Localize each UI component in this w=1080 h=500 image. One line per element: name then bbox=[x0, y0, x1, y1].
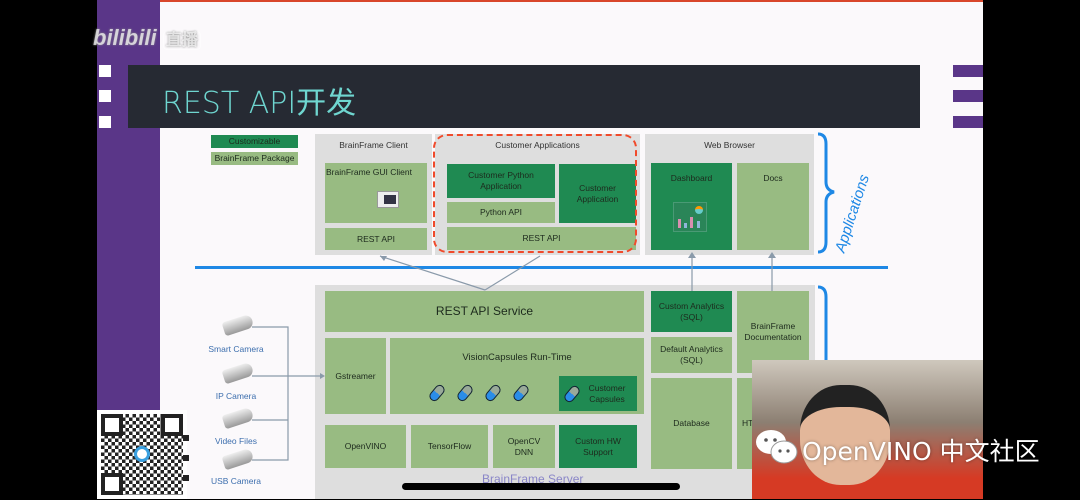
bullet-square bbox=[99, 116, 111, 128]
rest-api-service: REST API Service bbox=[325, 291, 644, 332]
client-rest-api: REST API bbox=[325, 228, 427, 250]
gui-window-icon bbox=[377, 191, 399, 208]
customer-capsules: Customer Capsules bbox=[559, 376, 637, 411]
divider-line bbox=[195, 266, 888, 269]
brace-icon bbox=[817, 132, 835, 370]
custom-hw-box: Custom HW Support bbox=[559, 425, 637, 468]
camera-icon bbox=[221, 406, 255, 430]
highlight-dashed-border bbox=[433, 134, 637, 253]
decor-bar bbox=[953, 65, 983, 77]
panel-title: BrainFrame Client bbox=[339, 140, 408, 150]
gstreamer-box: Gstreamer bbox=[325, 338, 386, 414]
decor-bar bbox=[953, 90, 983, 102]
source-usb-camera: USB Camera bbox=[201, 447, 271, 486]
custom-analytics: Custom Analytics (SQL) bbox=[651, 291, 732, 332]
source-ip-camera: IP Camera bbox=[201, 361, 271, 401]
panel-title: Customer Applications bbox=[495, 140, 580, 150]
legend-package: BrainFrame Package bbox=[211, 152, 298, 165]
docs-box: Docs bbox=[737, 163, 809, 250]
default-analytics: Default Analytics (SQL) bbox=[651, 337, 732, 373]
source-smart-camera: Smart Camera bbox=[201, 313, 271, 354]
customer-app: Customer Application bbox=[559, 164, 636, 223]
opencv-box: OpenCV DNN bbox=[493, 425, 555, 468]
source-video-files: Video Files bbox=[201, 406, 271, 446]
chart-icon bbox=[673, 202, 707, 232]
python-api: Python API bbox=[447, 202, 555, 223]
camera-icon bbox=[221, 313, 255, 337]
bilibili-logo: bilibili 直播 bbox=[93, 25, 201, 51]
legend-customizable: Customizable bbox=[211, 135, 298, 148]
slide-title: REST API开发 bbox=[162, 86, 357, 121]
openvino-box: OpenVINO bbox=[325, 425, 406, 468]
tensorflow-box: TensorFlow bbox=[411, 425, 488, 468]
home-indicator-bar[interactable] bbox=[402, 483, 680, 490]
gui-client-box: BrainFrame GUI Client bbox=[325, 163, 427, 223]
camera-icon bbox=[221, 447, 255, 471]
customer-rest-api: REST API bbox=[447, 227, 636, 250]
bullet-square bbox=[99, 90, 111, 102]
qr-code bbox=[97, 410, 187, 499]
watermark: OpenVINO 中文社区 bbox=[802, 437, 1040, 466]
presenter-face bbox=[800, 385, 890, 485]
panel-title: Web Browser bbox=[704, 140, 755, 150]
documentation-box: BrainFrame Documentation bbox=[737, 291, 809, 373]
bullet-square bbox=[183, 475, 189, 481]
bullet-square bbox=[183, 455, 189, 461]
server-label: BrainFrame Server bbox=[482, 472, 584, 486]
wechat-icon bbox=[756, 430, 798, 464]
bullet-square bbox=[183, 435, 189, 441]
bullet-square bbox=[99, 65, 111, 77]
decor-bar bbox=[953, 116, 983, 128]
customer-python-app: Customer Python Application bbox=[447, 164, 555, 198]
camera-icon bbox=[221, 361, 255, 385]
title-bar bbox=[128, 65, 920, 128]
database-box: Database bbox=[651, 378, 732, 469]
